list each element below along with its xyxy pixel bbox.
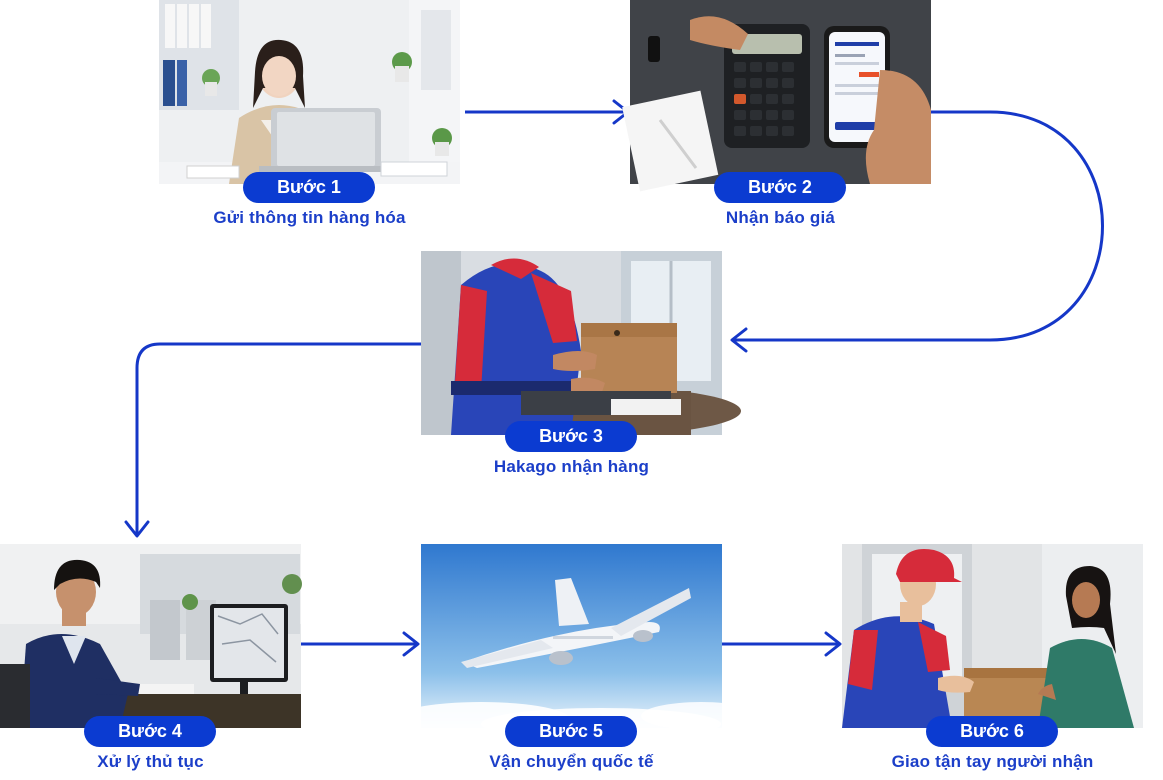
step-3: Bước 3 Hakago nhận hàng xyxy=(421,251,741,476)
step-3-badge: Bước 3 xyxy=(505,421,637,452)
step-1-photo-office-woman-laptop: Bước 1 xyxy=(159,0,460,203)
step-3-photo-courier-receiving-box: Bước 3 xyxy=(421,251,741,452)
step-4-photo-officer-computer-paperwork: Bước 4 xyxy=(0,544,302,747)
step-1: Bước 1 Gửi thông tin hàng hóa xyxy=(159,0,460,227)
step-6-photo-courier-delivering-box: Bước 6 xyxy=(842,544,1143,747)
step-6: Bước 6 Giao tận tay người nhận xyxy=(842,544,1143,771)
step-2: Bước 2 Nhận báo giá xyxy=(622,0,931,227)
step-5-caption: Vận chuyển quốc tế xyxy=(489,752,654,771)
step-1-badge: Bước 1 xyxy=(243,172,375,203)
step-6-caption: Giao tận tay người nhận xyxy=(891,752,1094,771)
arrow-step3-to-step4 xyxy=(124,342,421,538)
step-2-caption: Nhận báo giá xyxy=(725,208,836,227)
step-1-caption: Gửi thông tin hàng hóa xyxy=(213,208,406,227)
step-4-caption: Xử lý thủ tục xyxy=(97,752,204,771)
step-3-caption: Hakago nhận hàng xyxy=(493,457,650,476)
step-2-badge: Bước 2 xyxy=(714,172,846,203)
step-5-badge: Bước 5 xyxy=(505,716,637,747)
step-5-photo-airplane-sky: Bước 5 xyxy=(391,544,761,747)
step-4-badge: Bước 4 xyxy=(84,716,216,747)
step-5: Bước 5 Vận chuyển quốc tế xyxy=(391,544,761,771)
step-2-photo-calculator-phone-quote: Bước 2 xyxy=(622,0,931,203)
step-4: Bước 4 Xử lý thủ tục xyxy=(0,544,302,771)
step-6-badge: Bước 6 xyxy=(926,716,1058,747)
